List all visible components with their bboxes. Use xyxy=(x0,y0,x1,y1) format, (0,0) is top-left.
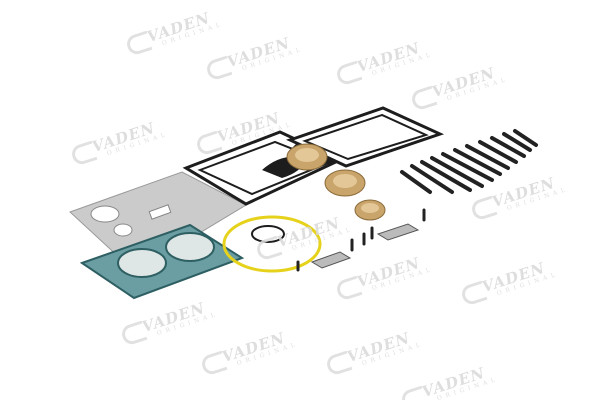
yellow-o-ring xyxy=(222,215,322,273)
brass-caps xyxy=(286,143,386,221)
small-screws-and-plates xyxy=(296,208,426,272)
bolts xyxy=(400,129,538,194)
teal-head-gasket xyxy=(79,223,245,300)
black-o-ring xyxy=(251,225,285,243)
